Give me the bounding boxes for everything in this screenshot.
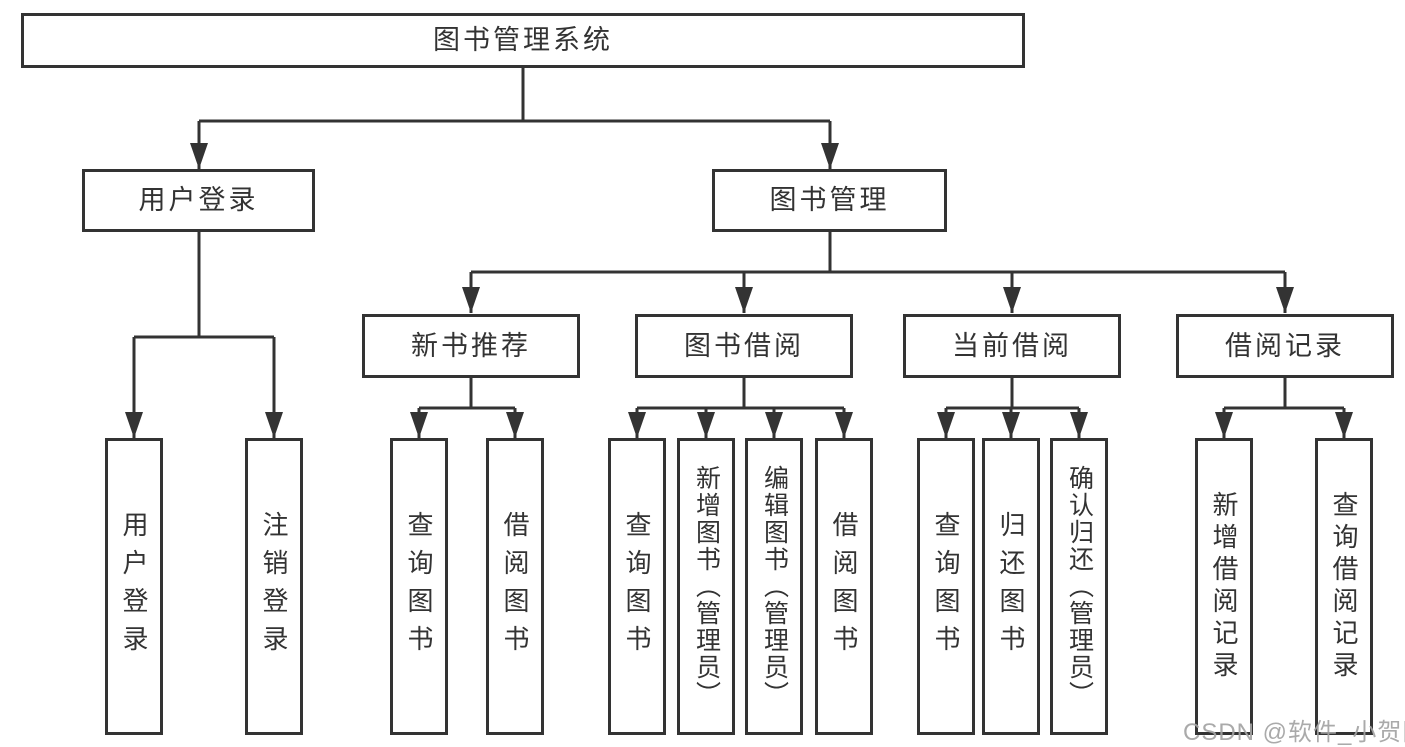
- node-current-borrowing-label: 当前借阅: [952, 330, 1072, 361]
- node-root-label: 图书管理系统: [433, 25, 613, 55]
- leaf-edit-books-admin: 编辑图书（管理员）: [745, 438, 803, 735]
- leaf-query-books-current: 查询图书: [917, 438, 975, 735]
- leaf-query-borrow-record: 查询借阅记录: [1315, 438, 1373, 735]
- leaf-query-borrow-record-label: 查询借阅记录: [1329, 490, 1359, 683]
- leaf-borrow-books-borrowing: 借阅图书: [815, 438, 873, 735]
- leaf-query-books-current-label: 查询图书: [931, 510, 961, 663]
- leaf-confirm-return-admin: 确认归还（管理员）: [1050, 438, 1108, 735]
- node-current-borrowing: 当前借阅: [903, 314, 1121, 378]
- leaf-add-books-admin: 新增图书（管理员）: [677, 438, 735, 735]
- leaf-edit-books-admin-label: 编辑图书（管理员）: [760, 465, 789, 708]
- node-borrowing-records-label: 借阅记录: [1225, 330, 1345, 361]
- leaf-borrow-books-borrowing-label: 借阅图书: [829, 510, 859, 663]
- node-borrowing-records: 借阅记录: [1176, 314, 1394, 378]
- leaf-add-borrow-record-label: 新增借阅记录: [1209, 490, 1239, 683]
- csdn-watermark: CSDN @软件_小贺同学: [1183, 719, 1405, 746]
- leaf-return-books-label: 归还图书: [996, 510, 1026, 663]
- leaf-logout-label: 注销登录: [259, 510, 289, 663]
- leaf-query-books-borrowing: 查询图书: [608, 438, 666, 735]
- node-book-borrowing-label: 图书借阅: [684, 330, 804, 361]
- node-user-login: 用户登录: [82, 169, 315, 232]
- leaf-confirm-return-admin-label: 确认归还（管理员）: [1065, 465, 1094, 708]
- leaf-user-login: 用户登录: [105, 438, 163, 735]
- leaf-user-login-label: 用户登录: [119, 510, 149, 663]
- leaf-borrow-books-recommend-label: 借阅图书: [500, 510, 530, 663]
- node-new-book-recommendation: 新书推荐: [362, 314, 580, 378]
- node-user-login-label: 用户登录: [138, 185, 259, 215]
- leaf-query-books-recommend-label: 查询图书: [404, 510, 434, 663]
- leaf-return-books: 归还图书: [982, 438, 1040, 735]
- leaf-add-books-admin-label: 新增图书（管理员）: [692, 465, 721, 708]
- node-book-management: 图书管理: [712, 169, 947, 232]
- leaf-logout: 注销登录: [245, 438, 303, 735]
- leaf-query-books-recommend: 查询图书: [390, 438, 448, 735]
- node-root: 图书管理系统: [21, 13, 1025, 68]
- leaf-add-borrow-record: 新增借阅记录: [1195, 438, 1253, 735]
- leaf-query-books-borrowing-label: 查询图书: [622, 510, 652, 663]
- node-book-management-label: 图书管理: [769, 185, 890, 215]
- leaf-borrow-books-recommend: 借阅图书: [486, 438, 544, 735]
- node-book-borrowing: 图书借阅: [635, 314, 853, 378]
- node-new-book-recommendation-label: 新书推荐: [411, 330, 531, 361]
